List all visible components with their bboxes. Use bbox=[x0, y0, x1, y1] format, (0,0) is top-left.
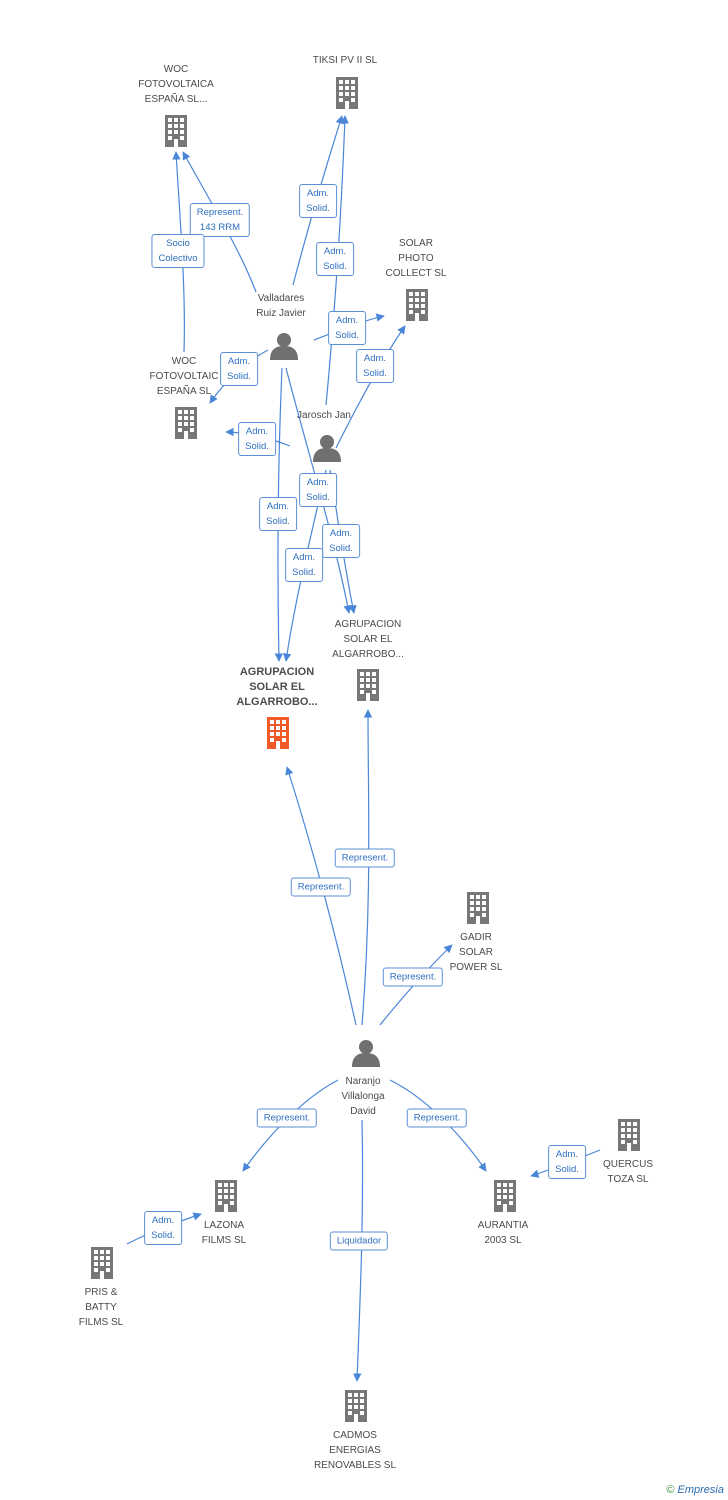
naranjo-person-icon[interactable] bbox=[352, 1040, 380, 1067]
edge-label-represent-lazona: Represent. bbox=[256, 1108, 318, 1128]
node-naranjo-label[interactable]: Naranjo Villalonga David bbox=[341, 1076, 385, 1117]
brand-logo[interactable]: Empresia bbox=[677, 1484, 724, 1496]
edge-label-adm-solid-agr-3: Adm. Solid. bbox=[322, 524, 360, 558]
edge-label-represent-143: Represent. 143 RRM bbox=[189, 203, 251, 237]
gadir-building-icon[interactable] bbox=[467, 892, 489, 924]
edge-label-adm-solid-woc-1: Adm. Solid. bbox=[220, 352, 258, 386]
edges bbox=[126, 115, 601, 1382]
node-cadmos-label[interactable]: CADMOS ENERGIAS RENOVABLES SL bbox=[313, 1430, 397, 1471]
edge-naranjo-agr-right bbox=[361, 709, 373, 1026]
node-agr-main-label[interactable]: AGRUPACION SOLAR EL ALGARROBO... bbox=[236, 666, 318, 708]
node-valladares-label[interactable]: Valladares Ruiz Javier bbox=[256, 293, 306, 319]
edge-label-adm-solid-agr-2: Adm. Solid. bbox=[259, 497, 297, 531]
edge-label-adm-solid-tiksi-1: Adm. Solid. bbox=[299, 184, 337, 218]
edge-label-liquidador: Liquidador bbox=[329, 1231, 389, 1251]
edge-naranjo-cadmos bbox=[353, 1119, 364, 1382]
node-lazona-label[interactable]: LAZONA FILMS SL bbox=[201, 1220, 247, 1246]
node-woc-top-label[interactable]: WOC FOTOVOLTAICA ESPAÑA SL... bbox=[138, 64, 214, 105]
edge-label-represent-gadir: Represent. bbox=[382, 967, 444, 987]
agr-main-building-icon[interactable] bbox=[267, 717, 289, 749]
jarosch-person-icon[interactable] bbox=[313, 435, 341, 462]
aurantia-building-icon[interactable] bbox=[494, 1180, 516, 1212]
edge-label-adm-solid-agr-1: Adm. Solid. bbox=[299, 473, 337, 507]
copyright-symbol: © bbox=[666, 1484, 675, 1496]
cadmos-building-icon[interactable] bbox=[345, 1390, 367, 1422]
edge-label-adm-solid-quercus: Adm. Solid. bbox=[548, 1145, 586, 1179]
edge-label-socio-colectivo: Socio Colectivo bbox=[151, 234, 205, 268]
lazona-building-icon[interactable] bbox=[215, 1180, 237, 1212]
edge-label-represent-aurantia: Represent. bbox=[406, 1108, 468, 1128]
tiksi-building-icon[interactable] bbox=[336, 77, 358, 109]
agr-right-building-icon[interactable] bbox=[357, 669, 379, 701]
edge-label-adm-solid-solar-1: Adm. Solid. bbox=[328, 311, 366, 345]
pris-building-icon[interactable] bbox=[91, 1247, 113, 1279]
node-solar-photo-label[interactable]: SOLAR PHOTO COLLECT SL bbox=[385, 238, 447, 279]
valladares-person-icon[interactable] bbox=[270, 333, 298, 360]
edge-label-adm-solid-pris: Adm. Solid. bbox=[144, 1211, 182, 1245]
quercus-building-icon[interactable] bbox=[618, 1119, 640, 1151]
node-tiksi-label[interactable]: TIKSI PV II SL bbox=[312, 55, 378, 66]
node-gadir-label[interactable]: GADIR SOLAR POWER SL bbox=[449, 932, 503, 973]
edge-label-represent-agr-right: Represent. bbox=[334, 848, 396, 868]
edge-label-represent-agr-main: Represent. bbox=[290, 877, 352, 897]
node-quercus-label[interactable]: QUERCUS TOZA SL bbox=[602, 1159, 654, 1185]
edge-label-adm-solid-solar-2: Adm. Solid. bbox=[356, 349, 394, 383]
node-pris-label[interactable]: PRIS & BATTY FILMS SL bbox=[78, 1287, 124, 1328]
edge-label-adm-solid-woc-2: Adm. Solid. bbox=[238, 422, 276, 456]
node-woc-mid-label[interactable]: WOC FOTOVOLTAIC ESPAÑA SL bbox=[149, 356, 219, 397]
edge-label-adm-solid-agr-4: Adm. Solid. bbox=[285, 548, 323, 582]
solar-photo-building-icon[interactable] bbox=[406, 289, 428, 321]
node-aurantia-label[interactable]: AURANTIA 2003 SL bbox=[477, 1220, 529, 1246]
node-jarosch-label[interactable]: Jarosch Jan bbox=[297, 410, 351, 421]
edge-label-adm-solid-tiksi-2: Adm. Solid. bbox=[316, 242, 354, 276]
copyright-footer: © Empresia bbox=[666, 1484, 724, 1496]
woc-mid-building-icon[interactable] bbox=[175, 407, 197, 439]
node-agr-right-label[interactable]: AGRUPACION SOLAR EL ALGARROBO... bbox=[332, 619, 404, 660]
woc-top-building-icon[interactable] bbox=[165, 115, 187, 147]
